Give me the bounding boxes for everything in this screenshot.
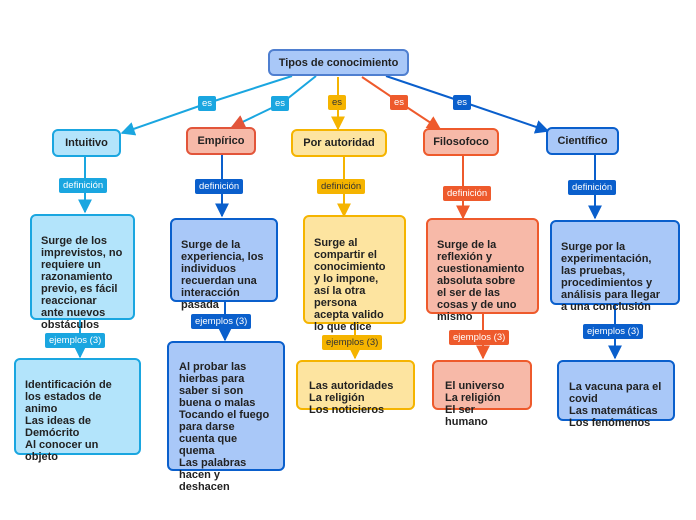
branch-title-filosofico: Filosofoco — [433, 136, 489, 148]
examples-tag-empirico: ejemplos (3) — [191, 314, 252, 329]
definition-node-autoridad[interactable]: Surge al compartir el conocimiento y lo … — [303, 215, 406, 333]
definition-text-cientifico: Surge por la experimentación, las prueba… — [561, 241, 661, 313]
examples-text-empirico: Al probar las hierbas para saber si son … — [179, 361, 270, 493]
connector-tag-autoridad: es — [328, 95, 347, 110]
root-label: Tipos de conocimiento — [278, 56, 399, 69]
examples-text-filosofico: El universo La religión El ser humano — [445, 380, 505, 428]
connector-tag-intuitivo: es — [198, 96, 217, 111]
examples-tag-filosofico: ejemplos (3) — [449, 330, 510, 345]
examples-text-intuitivo: Identificación de los estados de animo L… — [25, 379, 112, 463]
connector-tag-filosofico: es — [390, 95, 409, 110]
definition-tag-intuitivo: definición — [59, 178, 108, 193]
connector-tag-empirico: es — [271, 96, 290, 111]
branch-title-intuitivo: Intuitivo — [65, 137, 108, 149]
definition-text-intuitivo: Surge de los imprevistos, no requiere un… — [41, 235, 123, 331]
definition-tag-filosofico: definición — [443, 186, 492, 201]
examples-tag-autoridad: ejemplos (3) — [322, 335, 383, 350]
branch-node-cientifico[interactable]: Científico — [546, 127, 619, 155]
definition-node-cientifico[interactable]: Surge por la experimentación, las prueba… — [550, 220, 680, 313]
definition-text-filosofico: Surge de la reflexión y cuestionamiento … — [437, 239, 525, 323]
examples-node-intuitivo[interactable]: Identificación de los estados de animo L… — [14, 358, 141, 463]
definition-tag-autoridad: definición — [317, 179, 366, 194]
definition-node-filosofico[interactable]: Surge de la reflexión y cuestionamiento … — [426, 218, 539, 323]
definition-node-intuitivo[interactable]: Surge de los imprevistos, no requiere un… — [30, 214, 135, 331]
examples-tag-cientifico: ejemplos (3) — [583, 324, 644, 339]
branch-node-filosofico[interactable]: Filosofoco — [423, 128, 499, 156]
definition-text-autoridad: Surge al compartir el conocimiento y lo … — [314, 237, 386, 333]
examples-text-autoridad: Las autoridades La religión Los noticier… — [309, 380, 394, 416]
definition-tag-cientifico: definición — [568, 180, 617, 195]
definition-node-empirico[interactable]: Surge de la experiencia, los individuos … — [170, 218, 278, 311]
examples-node-filosofico[interactable]: El universo La religión El ser humano — [432, 360, 532, 428]
root-node[interactable]: Tipos de conocimiento — [268, 49, 409, 76]
examples-tag-intuitivo: ejemplos (3) — [45, 333, 106, 348]
definition-text-empirico: Surge de la experiencia, los individuos … — [181, 239, 264, 311]
branch-title-cientifico: Científico — [557, 135, 608, 147]
branch-title-empirico: Empírico — [197, 135, 245, 147]
branch-title-autoridad: Por autoridad — [303, 137, 375, 149]
branch-node-empirico[interactable]: Empírico — [186, 127, 256, 155]
examples-node-cientifico[interactable]: La vacuna para el covid Las matemáticas … — [557, 360, 675, 429]
examples-node-autoridad[interactable]: Las autoridades La religión Los noticier… — [296, 360, 415, 416]
definition-tag-empirico: definición — [195, 179, 244, 194]
examples-node-empirico[interactable]: Al probar las hierbas para saber si son … — [167, 341, 285, 493]
branch-node-intuitivo[interactable]: Intuitivo — [52, 129, 121, 157]
branch-node-autoridad[interactable]: Por autoridad — [291, 129, 387, 157]
examples-text-cientifico: La vacuna para el covid Las matemáticas … — [569, 381, 662, 429]
connector-tag-cientifico: es — [453, 95, 472, 110]
